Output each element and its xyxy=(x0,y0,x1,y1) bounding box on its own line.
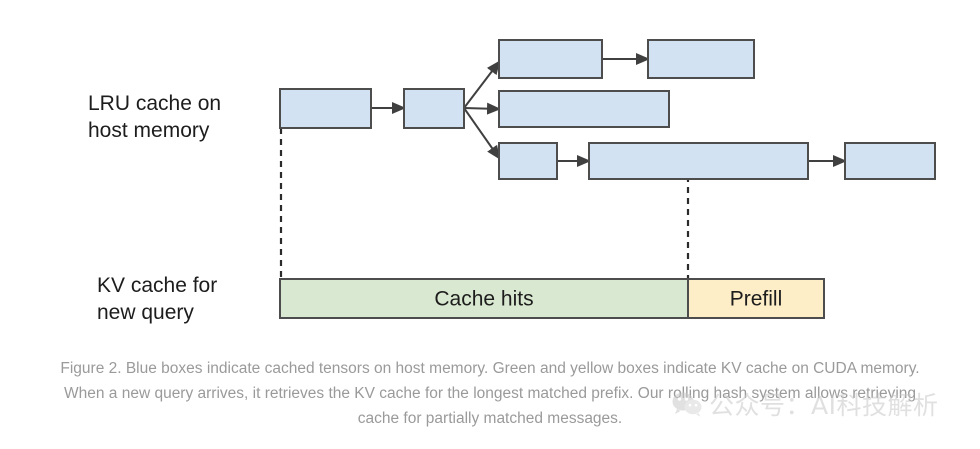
arrow-level2-to-top xyxy=(463,60,501,109)
blue-box-root-node xyxy=(279,88,372,129)
kv-cache-bar-group xyxy=(279,278,825,319)
blue-box-branch-bot-a xyxy=(498,142,558,180)
row-label-kv-cache: KV cache for new query xyxy=(97,274,218,324)
blue-box-branch-bot-b xyxy=(588,142,809,180)
blue-box-level2-node xyxy=(403,88,465,129)
blue-box-branch-top-a xyxy=(498,39,603,79)
row-label-lru-cache: LRU cache on host memory xyxy=(88,92,222,142)
prefill-segment xyxy=(687,278,825,319)
arrow-level2-to-mid xyxy=(463,102,501,115)
arrow-group xyxy=(371,53,847,167)
cache-hits-segment xyxy=(279,278,689,319)
kv-cache-label-group: Cache hits Prefill xyxy=(434,288,782,311)
blue-box-group xyxy=(279,39,936,180)
prefill-segment-label: Prefill xyxy=(730,288,783,311)
figure-caption: Figure 2. Blue boxes indicate cached ten… xyxy=(60,360,920,427)
arrow-level2-to-bot xyxy=(463,107,501,160)
blue-box-branch-top-b xyxy=(647,39,755,79)
cache-hits-segment-label: Cache hits xyxy=(434,288,533,311)
blue-box-branch-mid-a xyxy=(498,90,670,128)
blue-box-branch-bot-c xyxy=(844,142,936,180)
